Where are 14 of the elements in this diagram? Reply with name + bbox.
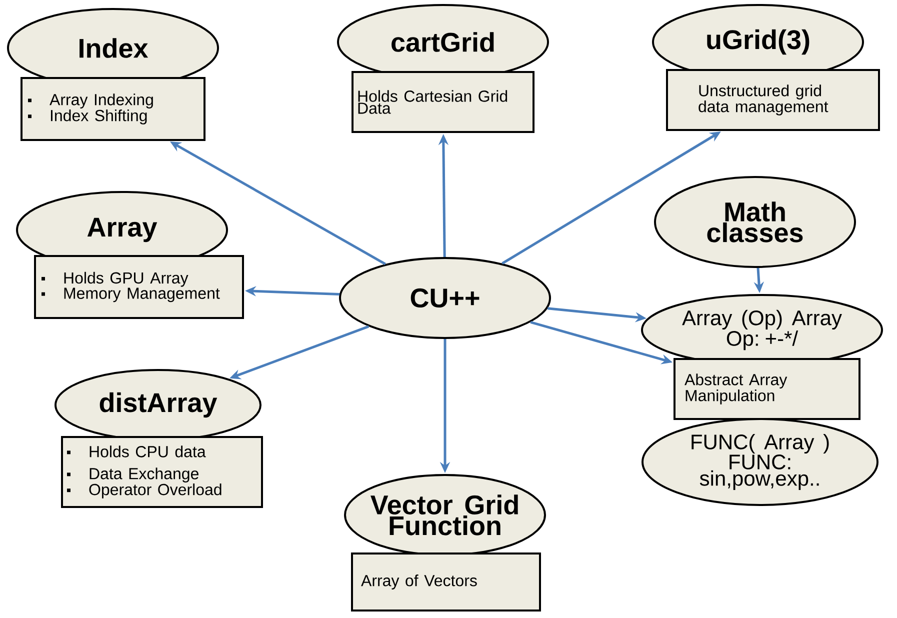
text-box: Holds CPU data Data Exchange Operator Overload <box>61 436 263 508</box>
node-label: Op: +-*/ <box>726 330 798 350</box>
ellipse-node: Vector Grid Function <box>344 474 546 556</box>
ellipse-node: CU++ <box>339 257 551 339</box>
ellipse-node: distArray <box>54 368 262 441</box>
ellipse-node: FUNC( Array ) FUNC: sin,pow,exp.. <box>642 418 878 506</box>
text-box: Holds GPU Array Memory Management <box>34 255 244 319</box>
ellipse-node: Math classes <box>654 176 856 268</box>
text-box: Array Indexing Index Shifting <box>20 77 206 141</box>
text-box: Unstructured grid data management <box>666 69 880 131</box>
node-label: Array (Op) Array <box>682 310 842 330</box>
text-box: Array of Vectors <box>351 552 541 612</box>
text-box: Abstract Array Manipulation <box>674 358 860 420</box>
text-box: Holds Cartesian Grid Data <box>352 71 534 133</box>
